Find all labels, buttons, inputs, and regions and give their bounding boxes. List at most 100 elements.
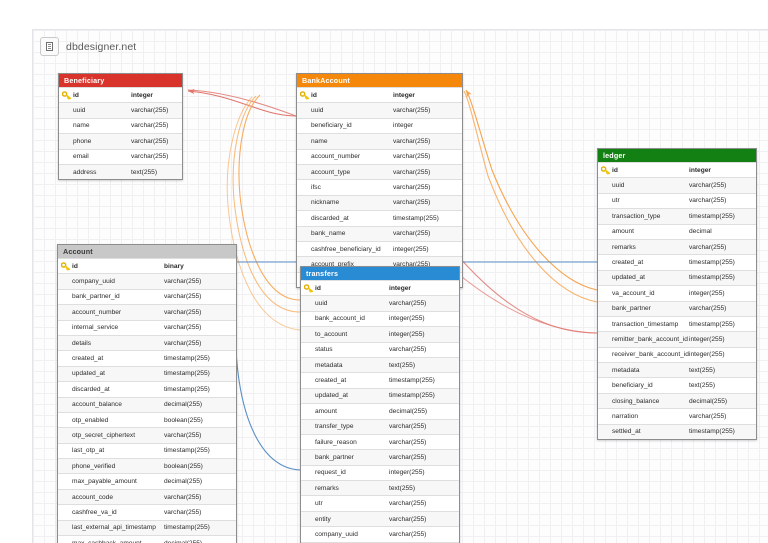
column-name: id bbox=[311, 91, 317, 99]
entity-table-header[interactable]: transfers bbox=[301, 267, 459, 280]
column-type: varchar(255) bbox=[164, 278, 202, 286]
app-logo[interactable]: dbdesigner.net bbox=[40, 37, 136, 56]
column-type: decimal(255) bbox=[389, 407, 428, 415]
column-type: decimal(255) bbox=[164, 478, 203, 486]
column-name: remitter_bank_account_id bbox=[612, 335, 688, 343]
column-type: integer(255) bbox=[393, 245, 429, 253]
entity-table-header[interactable]: ledger bbox=[598, 149, 756, 162]
column-type: varchar(255) bbox=[164, 324, 202, 332]
entity-table-header[interactable]: BankAccount bbox=[297, 74, 462, 87]
entity-table-header[interactable]: Account bbox=[58, 245, 236, 258]
column-type: varchar(255) bbox=[389, 300, 427, 308]
column-type: text(255) bbox=[389, 484, 416, 492]
column-name: account_number bbox=[72, 308, 122, 316]
column-name: bank_partner_id bbox=[72, 293, 120, 301]
column-name: uuid bbox=[311, 107, 324, 115]
column-type: varchar(255) bbox=[131, 107, 169, 115]
column-name: name bbox=[73, 122, 90, 130]
entity-table-header[interactable]: Beneficiary bbox=[59, 74, 182, 87]
column-type: varchar(255) bbox=[393, 168, 431, 176]
column-type: timestamp(255) bbox=[689, 428, 735, 436]
